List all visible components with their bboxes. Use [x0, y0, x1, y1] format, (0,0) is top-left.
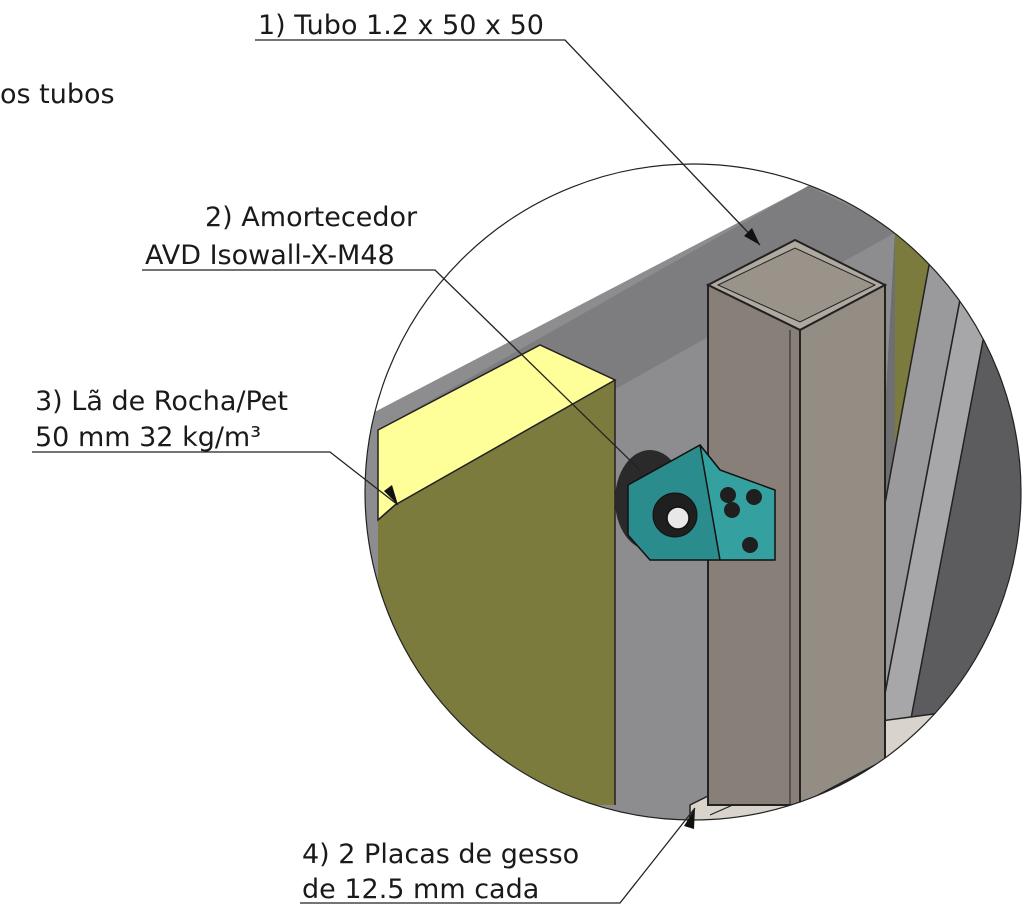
leader-arrowheads [384, 228, 760, 829]
detail-circle-view [365, 164, 1021, 820]
amortecedor-label-line1: 2) Amortecedor [205, 202, 418, 233]
bolt-icon [666, 506, 690, 530]
placas-label-line1: 4) 2 Placas de gesso [302, 839, 579, 870]
la-label-line1: 3) Lã de Rocha/Pet [35, 386, 288, 417]
amortecedor-label-line2: AVD Isowall-X-M48 [145, 240, 395, 271]
leader-lines [32, 39, 761, 904]
partial-label: os tubos [0, 79, 115, 110]
tube-side [799, 283, 886, 807]
placas-label-line2: de 12.5 mm cada [302, 874, 539, 905]
wall-top-void [365, 164, 1021, 430]
insulation-top [377, 344, 617, 522]
tubo-label: 1) Tubo 1.2 x 50 x 50 [258, 10, 544, 41]
la-label-line2: 50 mm 32 kg/m³ [35, 422, 261, 453]
